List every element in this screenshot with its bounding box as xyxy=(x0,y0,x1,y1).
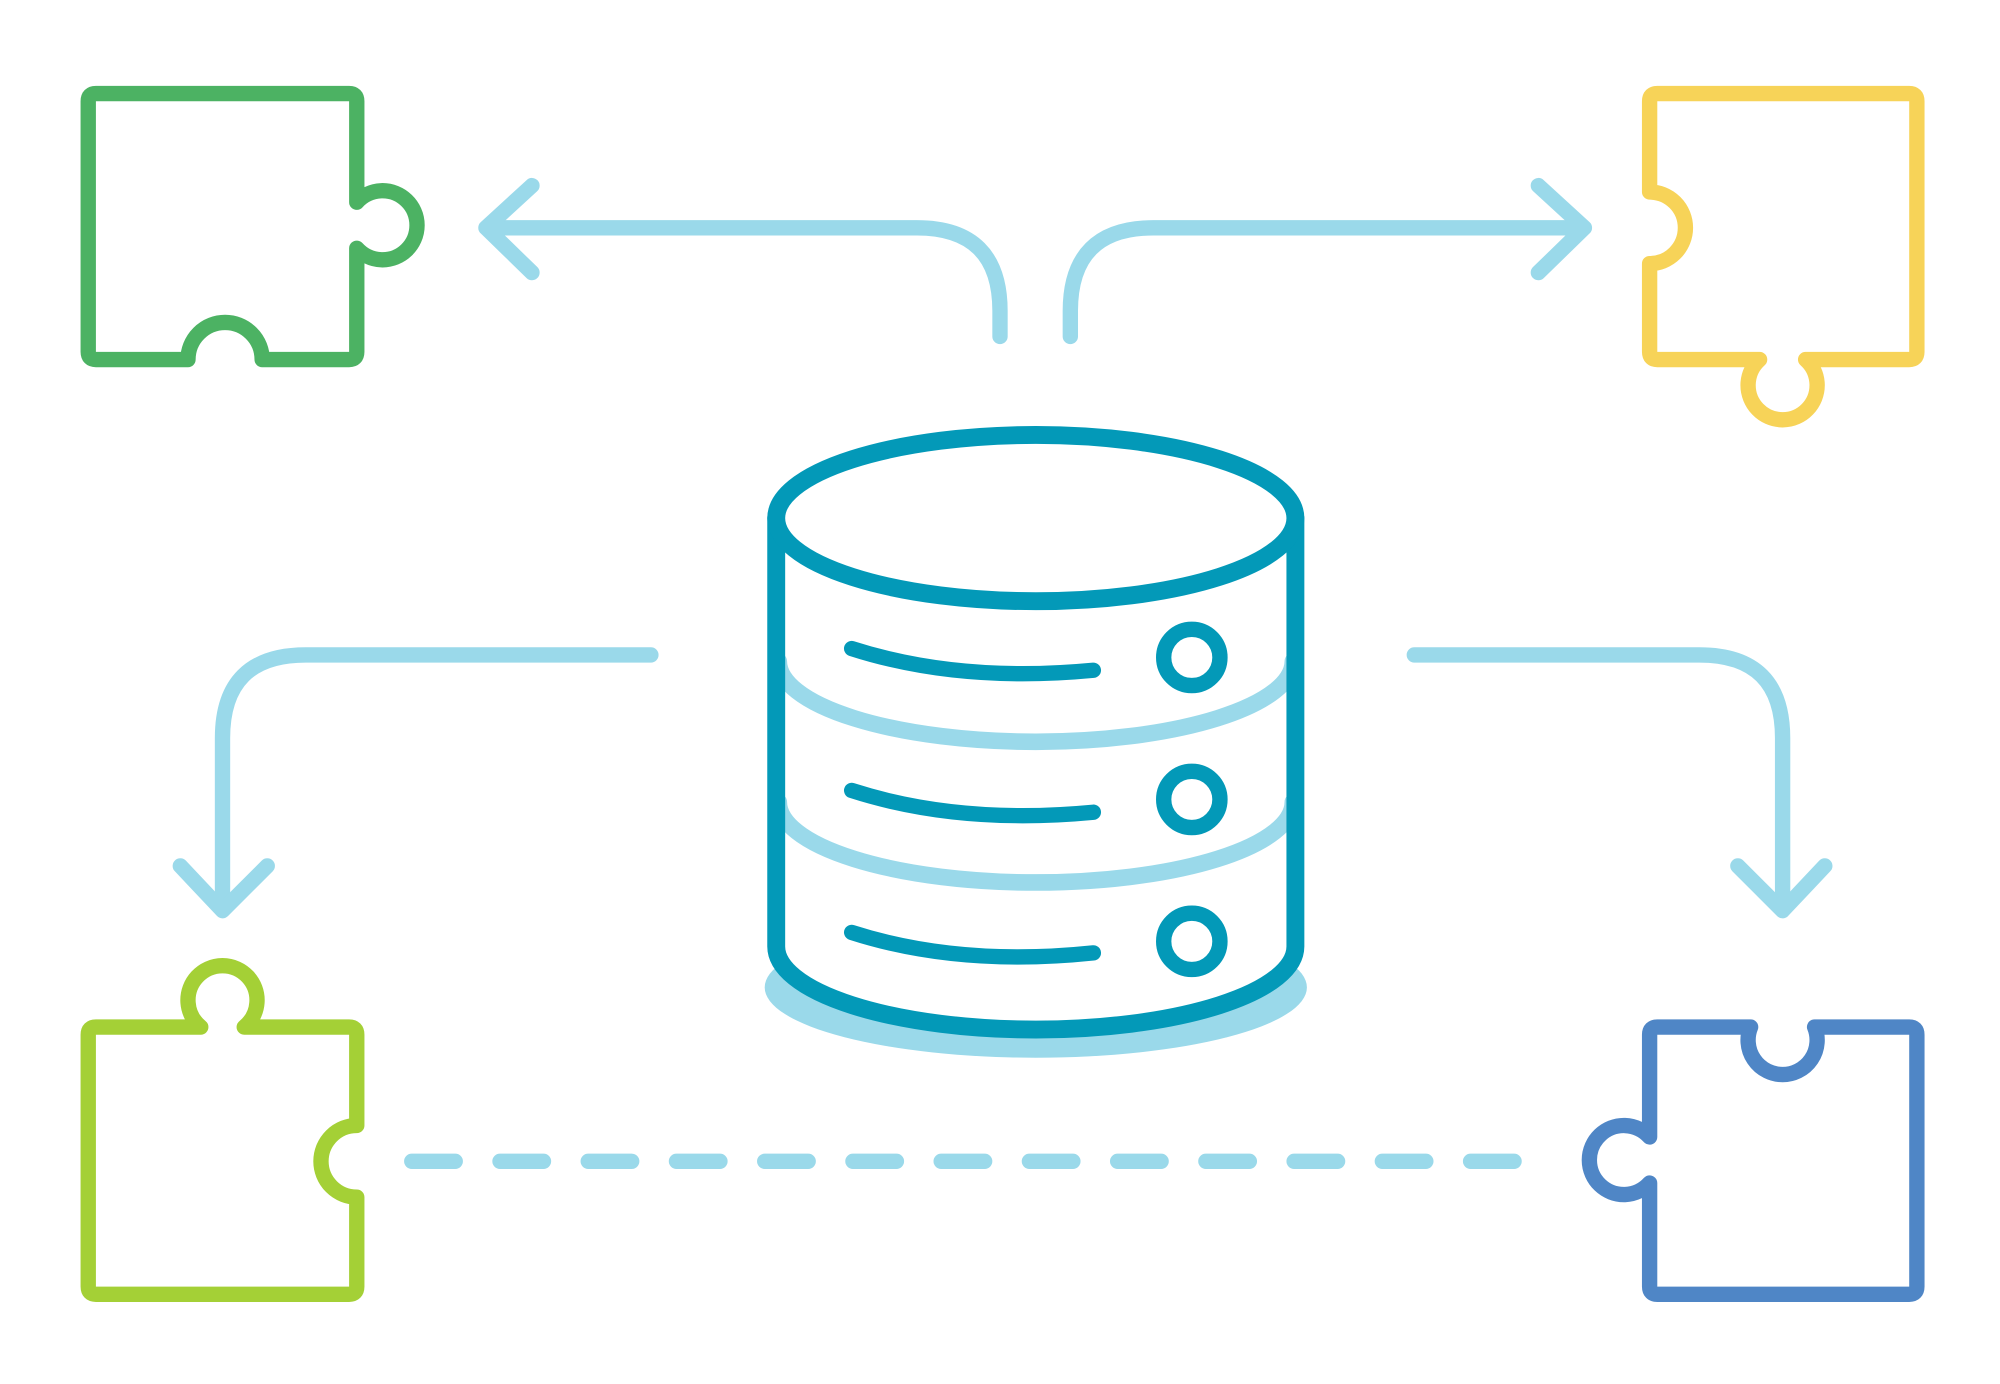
connector-top-right-arrow xyxy=(1062,177,1593,345)
database-tier-2-indicator xyxy=(1156,763,1228,836)
puzzle-piece-top-right-icon xyxy=(1641,85,1925,428)
connectors xyxy=(172,177,1833,1169)
database-tier-divider-1 xyxy=(770,652,1302,751)
database-tier-1-indicator xyxy=(1156,621,1228,694)
database-top xyxy=(767,426,1305,611)
connector-bottom-right-arrow xyxy=(1406,647,1833,919)
connector-top-left-arrow xyxy=(478,177,1008,345)
puzzle-piece-bottom-left-icon xyxy=(80,958,365,1302)
database-tier-2-line xyxy=(843,782,1102,824)
database-tier-3-indicator xyxy=(1156,905,1228,978)
puzzle-piece-top-left-icon xyxy=(80,85,425,368)
puzzle-piece-bottom-right-icon xyxy=(1581,1019,1925,1302)
database-tier-3-line xyxy=(843,924,1102,965)
connector-bottom-left-arrow xyxy=(172,647,659,919)
database-tier-3 xyxy=(843,905,1228,978)
database-tier-divider-2 xyxy=(770,793,1302,891)
database-tier-1 xyxy=(843,621,1228,694)
database-outline xyxy=(767,509,1305,1039)
database-tier-2 xyxy=(843,763,1228,836)
database-icon xyxy=(764,426,1307,1058)
database-tier-1-line xyxy=(843,640,1102,682)
